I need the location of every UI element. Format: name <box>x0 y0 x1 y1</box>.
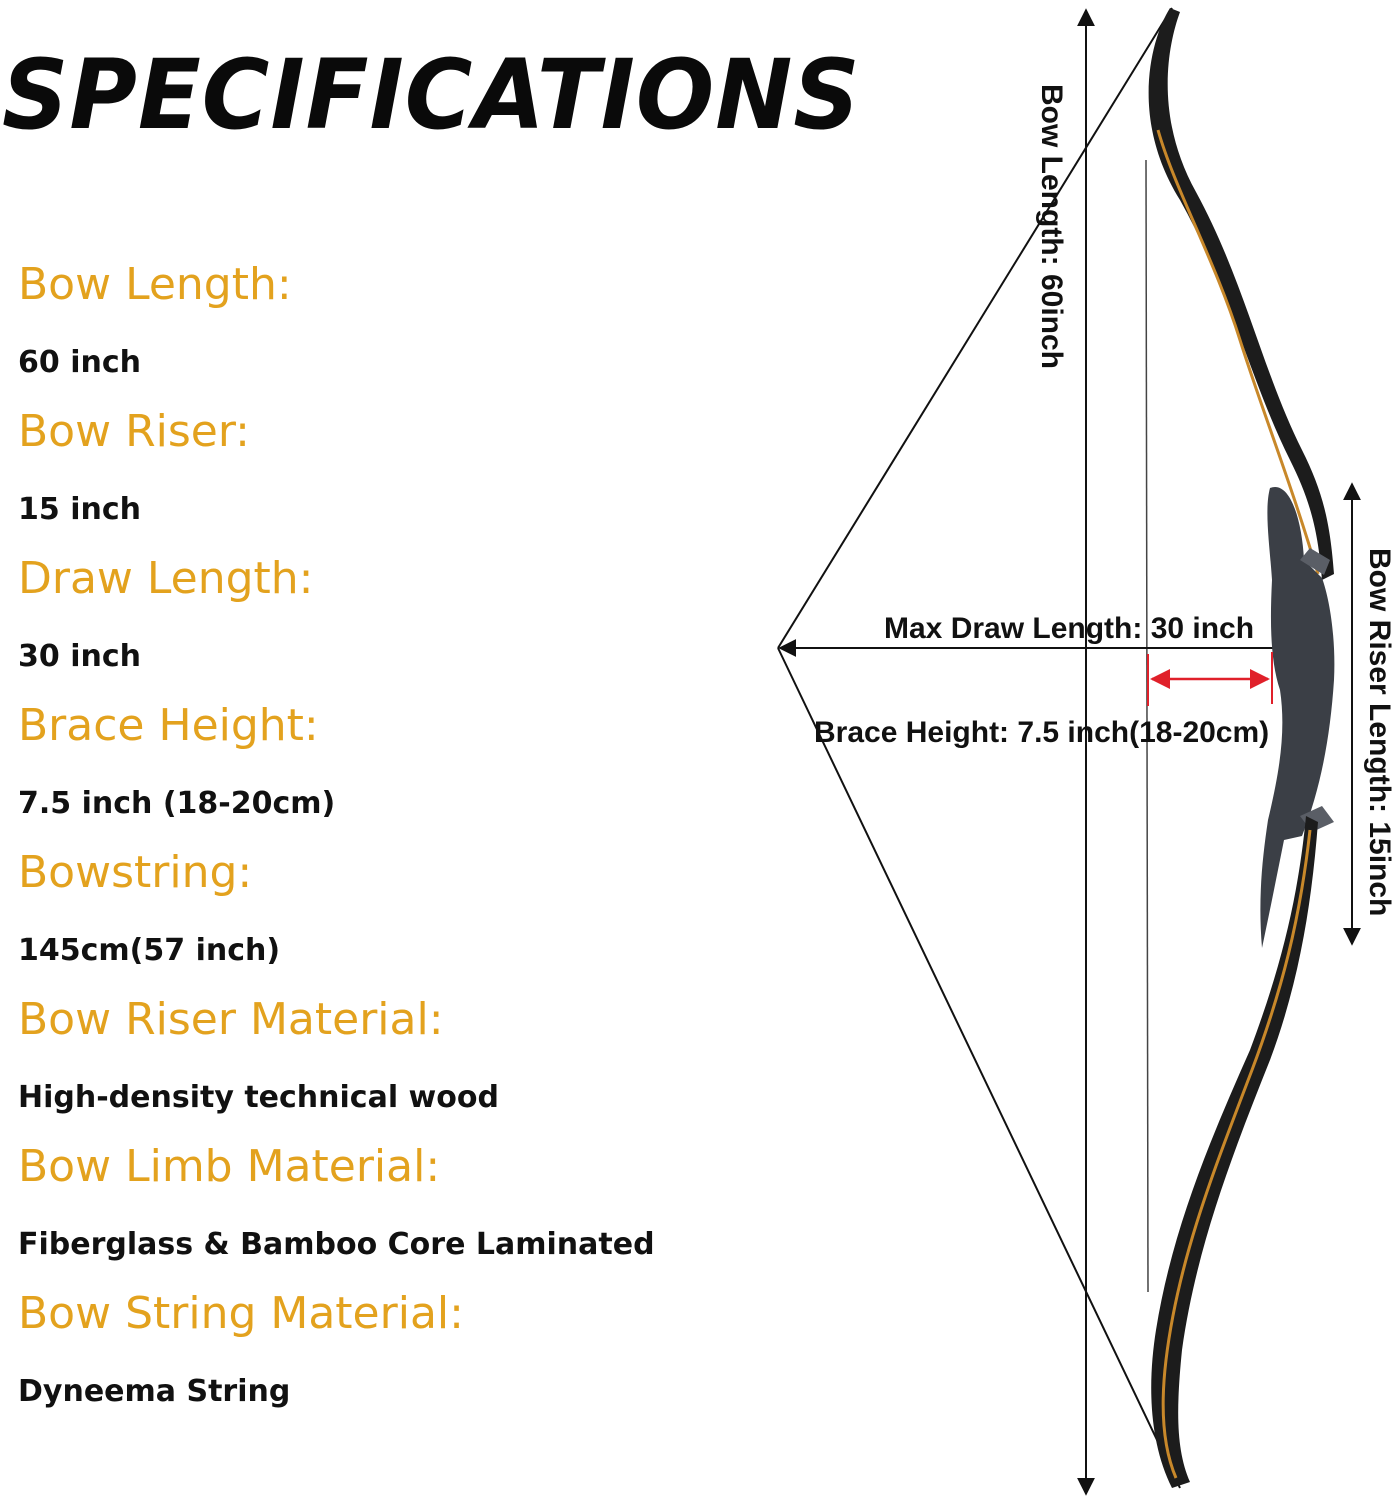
page-title: SPECIFICATIONS <box>2 39 861 151</box>
spec-value: High-density technical wood <box>18 1080 499 1115</box>
spec-label: Bowstring: <box>18 847 253 898</box>
lower-limb <box>1151 816 1318 1488</box>
spec-item: Bow Length: 60 inch <box>18 255 738 402</box>
drawn-bowstring <box>777 7 1181 1489</box>
spec-item: Draw Length: 30 inch <box>18 549 738 696</box>
spec-value: 30 inch <box>18 639 141 674</box>
spec-item: Bow Riser Material: High-density technic… <box>18 990 738 1137</box>
spec-value: Dyneema String <box>18 1374 291 1409</box>
spec-label: Bow String Material: <box>18 1288 464 1339</box>
spec-value: 7.5 inch (18-20cm) <box>18 786 336 821</box>
max-draw-label: Max Draw Length: 30 inch <box>884 612 1255 645</box>
spec-item: Bow Riser: 15 inch <box>18 402 738 549</box>
upper-limb <box>1148 8 1334 580</box>
spec-value: 15 inch <box>18 492 141 527</box>
spec-label: Bow Length: <box>18 259 292 310</box>
bow-length-label: Bow Length: 60inch <box>1035 84 1068 369</box>
spec-value: 145cm(57 inch) <box>18 933 281 968</box>
spec-item: Bow String Material: Dyneema String <box>18 1284 738 1431</box>
bow-riser <box>1260 486 1335 948</box>
brace-height-label: Brace Height: 7.5 inch(18-20cm) <box>814 716 1270 749</box>
spec-value: Fiberglass & Bamboo Core Laminated <box>18 1227 655 1262</box>
spec-label: Draw Length: <box>18 553 314 604</box>
riser-length-label: Bow Riser Length: 15inch <box>1363 548 1396 917</box>
spec-label: Bow Riser: <box>18 406 251 457</box>
spec-item: Brace Height: 7.5 inch (18-20cm) <box>18 696 738 843</box>
spec-value: 60 inch <box>18 345 141 380</box>
spec-label: Bow Riser Material: <box>18 994 444 1045</box>
spec-item: Bow Limb Material: Fiberglass & Bamboo C… <box>18 1137 738 1284</box>
spec-label: Brace Height: <box>18 700 319 751</box>
spec-label: Bow Limb Material: <box>18 1141 441 1192</box>
resting-bowstring <box>1145 159 1149 1293</box>
brace-height-marker <box>1147 652 1273 706</box>
spec-list: Bow Length: 60 inch Bow Riser: 15 inch D… <box>18 255 738 1431</box>
spec-item: Bowstring: 145cm(57 inch) <box>18 843 738 990</box>
